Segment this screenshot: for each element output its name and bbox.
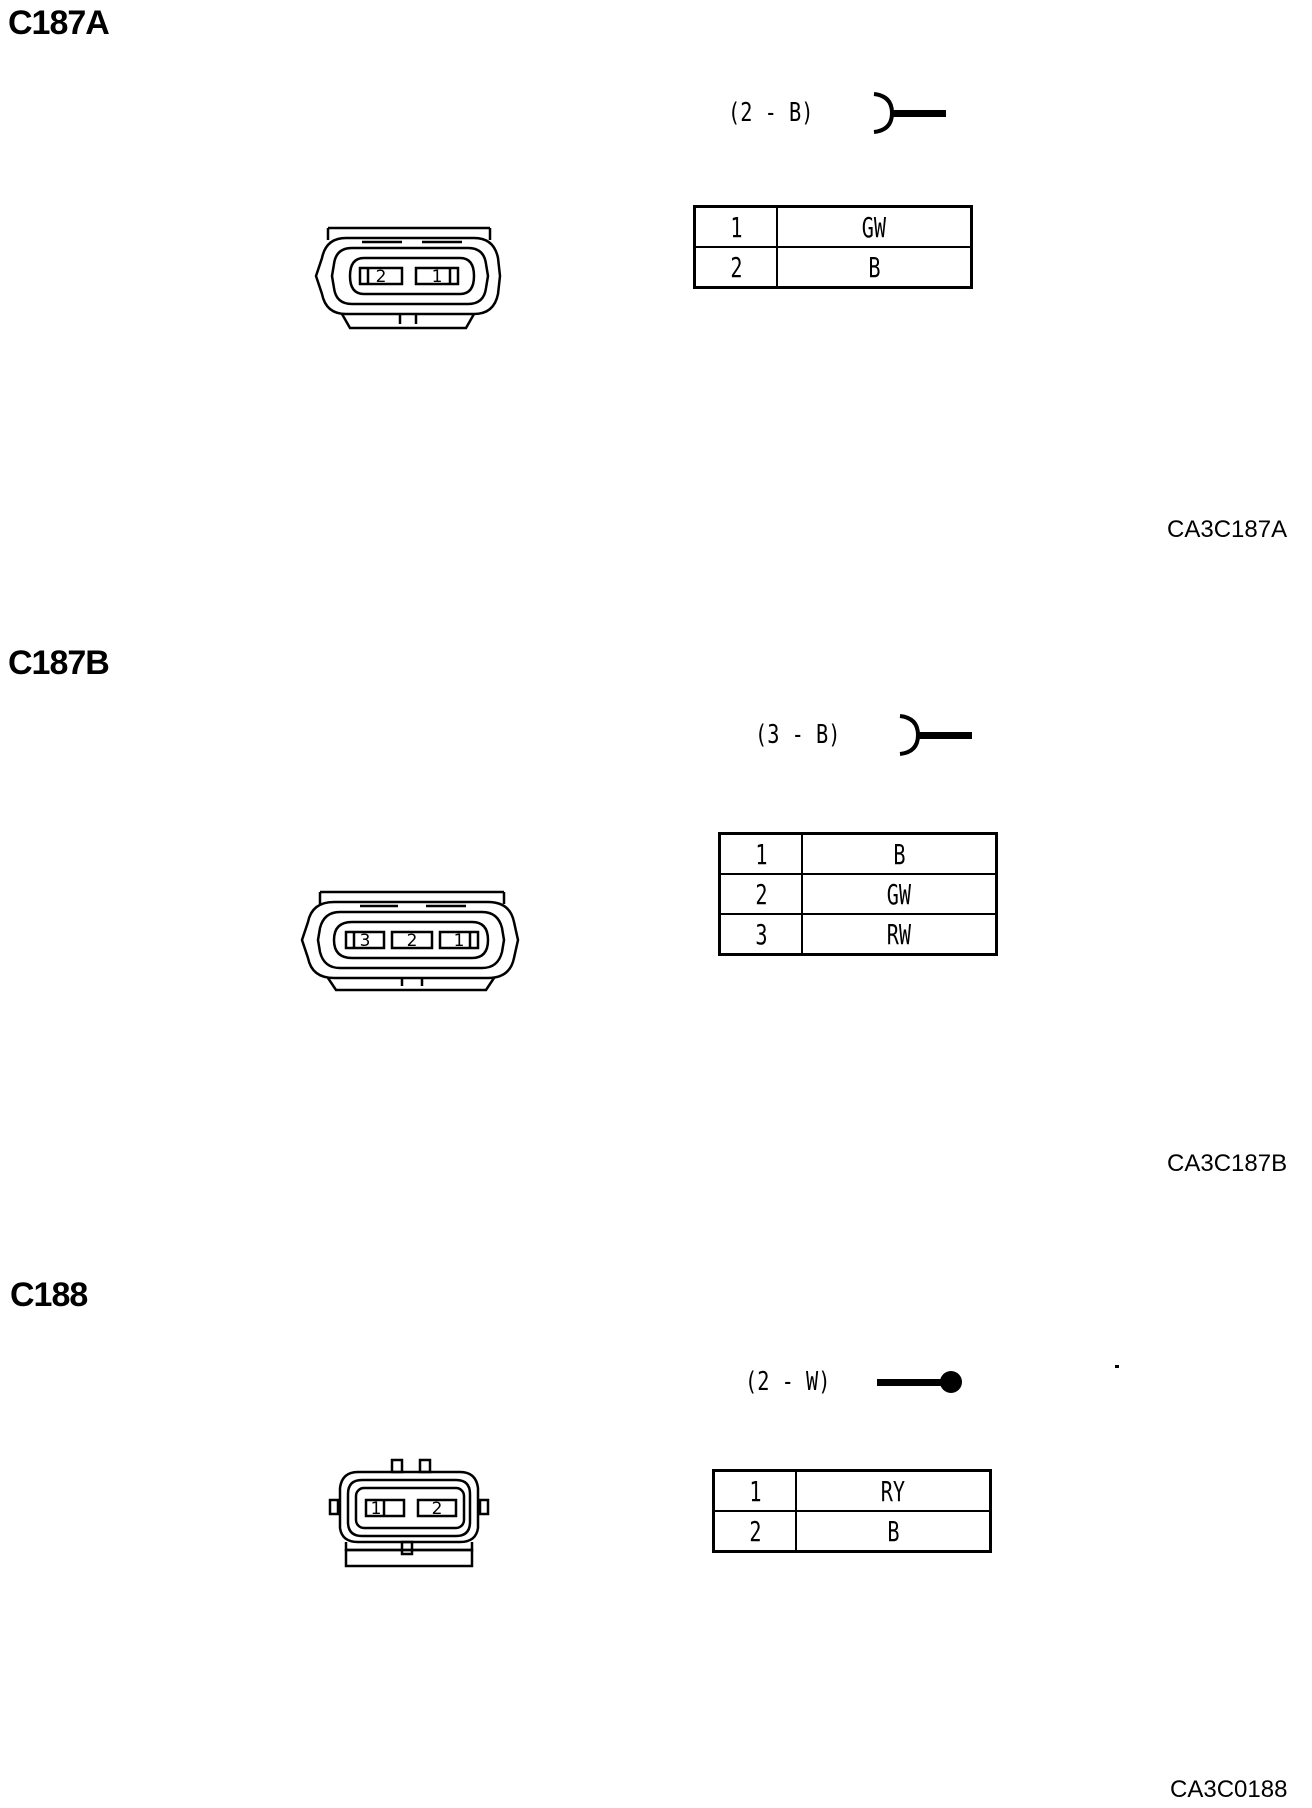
pin-color-table: 1 GW 2 B: [693, 205, 973, 289]
female-terminal-icon: [899, 714, 972, 756]
wire-color: B: [795, 1510, 992, 1553]
table-row: 2 B: [693, 246, 973, 289]
stray-mark: [1115, 1365, 1119, 1368]
wire-color: RY: [795, 1469, 992, 1512]
figure-code: CA3C187A: [1167, 516, 1288, 543]
pin-label: 1: [454, 931, 465, 951]
pin-color-table: 1 B 2 GW 3 RW: [718, 832, 998, 956]
female-terminal-icon: [873, 92, 946, 134]
figure-code: CA3C187B: [1167, 1150, 1288, 1177]
connector-face-2pin-male: 1 2: [328, 1458, 490, 1568]
terminal-spec: (2 - W): [745, 1367, 831, 1397]
terminal-spec: (2 - B): [728, 98, 814, 128]
pin-number: 1: [718, 832, 803, 875]
table-row: 1 GW: [693, 205, 973, 248]
pin-number: 2: [693, 246, 778, 289]
table-row: 3 RW: [718, 913, 998, 956]
pin-color-table: 1 RY 2 B: [712, 1469, 992, 1553]
pin-label: 2: [407, 931, 418, 951]
connector-title: C187A: [8, 4, 110, 42]
wire-color: B: [776, 246, 973, 289]
wire-color: GW: [776, 205, 973, 248]
connector-face-2pin: 2 1: [314, 226, 502, 330]
pin-number: 2: [712, 1510, 797, 1553]
pin-number: 2: [718, 873, 803, 915]
table-row: 2 GW: [718, 873, 998, 915]
pin-number: 3: [718, 913, 803, 956]
wire-color: GW: [801, 873, 998, 915]
wire-color: B: [801, 832, 998, 875]
pin-number: 1: [712, 1469, 797, 1512]
terminal-spec: (3 - B): [755, 720, 841, 750]
pin-label: 3: [360, 931, 371, 951]
connector-face-3pin: 3 2 1: [300, 890, 520, 992]
pin-label: 2: [432, 1499, 443, 1519]
pin-label: 2: [376, 267, 387, 287]
pin-number: 1: [693, 205, 778, 248]
figure-code: CA3C0188: [1170, 1776, 1288, 1803]
table-row: 1 RY: [712, 1469, 992, 1512]
table-row: 1 B: [718, 832, 998, 875]
connector-title: C188: [10, 1276, 88, 1314]
table-row: 2 B: [712, 1510, 992, 1553]
pin-label: 1: [432, 267, 443, 287]
pin-label: 1: [371, 1499, 382, 1519]
wire-color: RW: [801, 913, 998, 956]
male-terminal-icon: [877, 1371, 962, 1393]
connector-title: C187B: [8, 644, 110, 682]
